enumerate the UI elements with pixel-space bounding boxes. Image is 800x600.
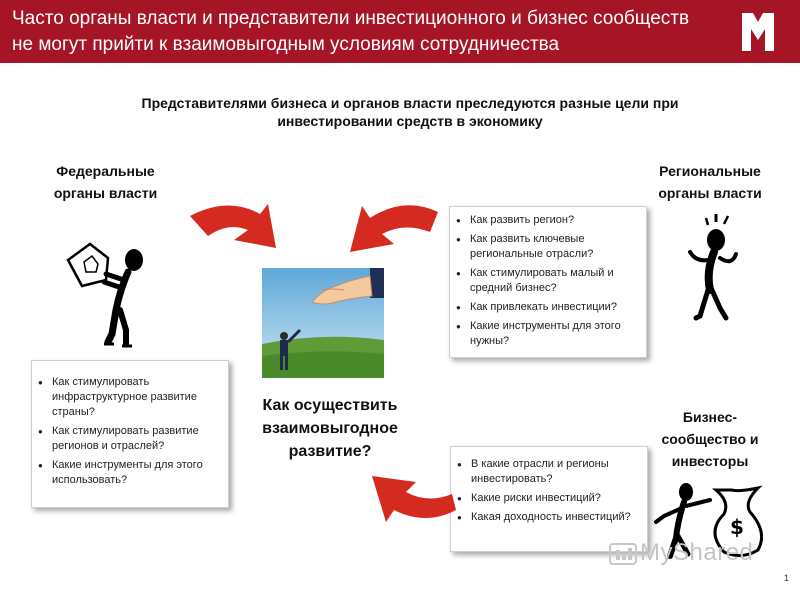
slide-title: Часто органы власти и представители инве…: [12, 8, 690, 55]
arrow-federal-icon: [190, 204, 276, 248]
list-item: Как развить регион?: [456, 213, 646, 228]
list-item: Какие риски инвестиций?: [457, 491, 647, 506]
svg-text:$: $: [730, 515, 744, 539]
m-logo-icon: [742, 13, 774, 51]
list-item: Как привлекать инвестиции?: [456, 300, 646, 315]
regional-questions-box: Как развить регион? Как развить ключевые…: [449, 206, 647, 358]
header-bar: Часто органы власти и представители инве…: [0, 0, 800, 63]
regional-title: Региональные органы власти: [658, 163, 762, 201]
list-item: Как стимулировать малый и средний бизнес…: [456, 266, 646, 296]
federal-figure-icon: [66, 242, 143, 348]
watermark-logo-icon: [609, 543, 637, 565]
arrow-business-icon: [372, 476, 456, 522]
list-item: Какая доходность инвестиций?: [457, 510, 647, 525]
federal-title: Федеральные органы власти: [53, 163, 158, 201]
list-item: Как стимулировать инфраструктурное разви…: [38, 375, 228, 420]
business-title: Бизнес-сообщество и инвесторы: [661, 409, 759, 469]
federal-questions-box: Как стимулировать инфраструктурное разви…: [31, 360, 229, 508]
list-item: В какие отрасли и регионы инвестировать?: [457, 457, 647, 487]
regional-figure-icon: [688, 214, 738, 321]
slide-subtitle: Представителями бизнеса и органов власти…: [141, 95, 679, 129]
list-item: Как стимулировать развитие регионов и от…: [38, 424, 228, 454]
watermark-text: MyShared: [640, 539, 754, 566]
business-questions-box: В какие отрасли и регионы инвестировать?…: [450, 446, 648, 552]
list-item: Какие инструменты для этого использовать…: [38, 458, 228, 488]
list-item: Как развить ключевые региональные отрасл…: [456, 232, 646, 262]
page-number: 1: [784, 573, 790, 583]
handshake-photo: [262, 268, 384, 378]
list-item: Какие инструменты для этого нужны?: [456, 319, 646, 349]
central-question: Как осуществить взаимовыгодное развитие?: [262, 397, 398, 460]
investor-figure-icon: $: [654, 483, 764, 559]
arrow-regional-icon: [350, 205, 438, 252]
